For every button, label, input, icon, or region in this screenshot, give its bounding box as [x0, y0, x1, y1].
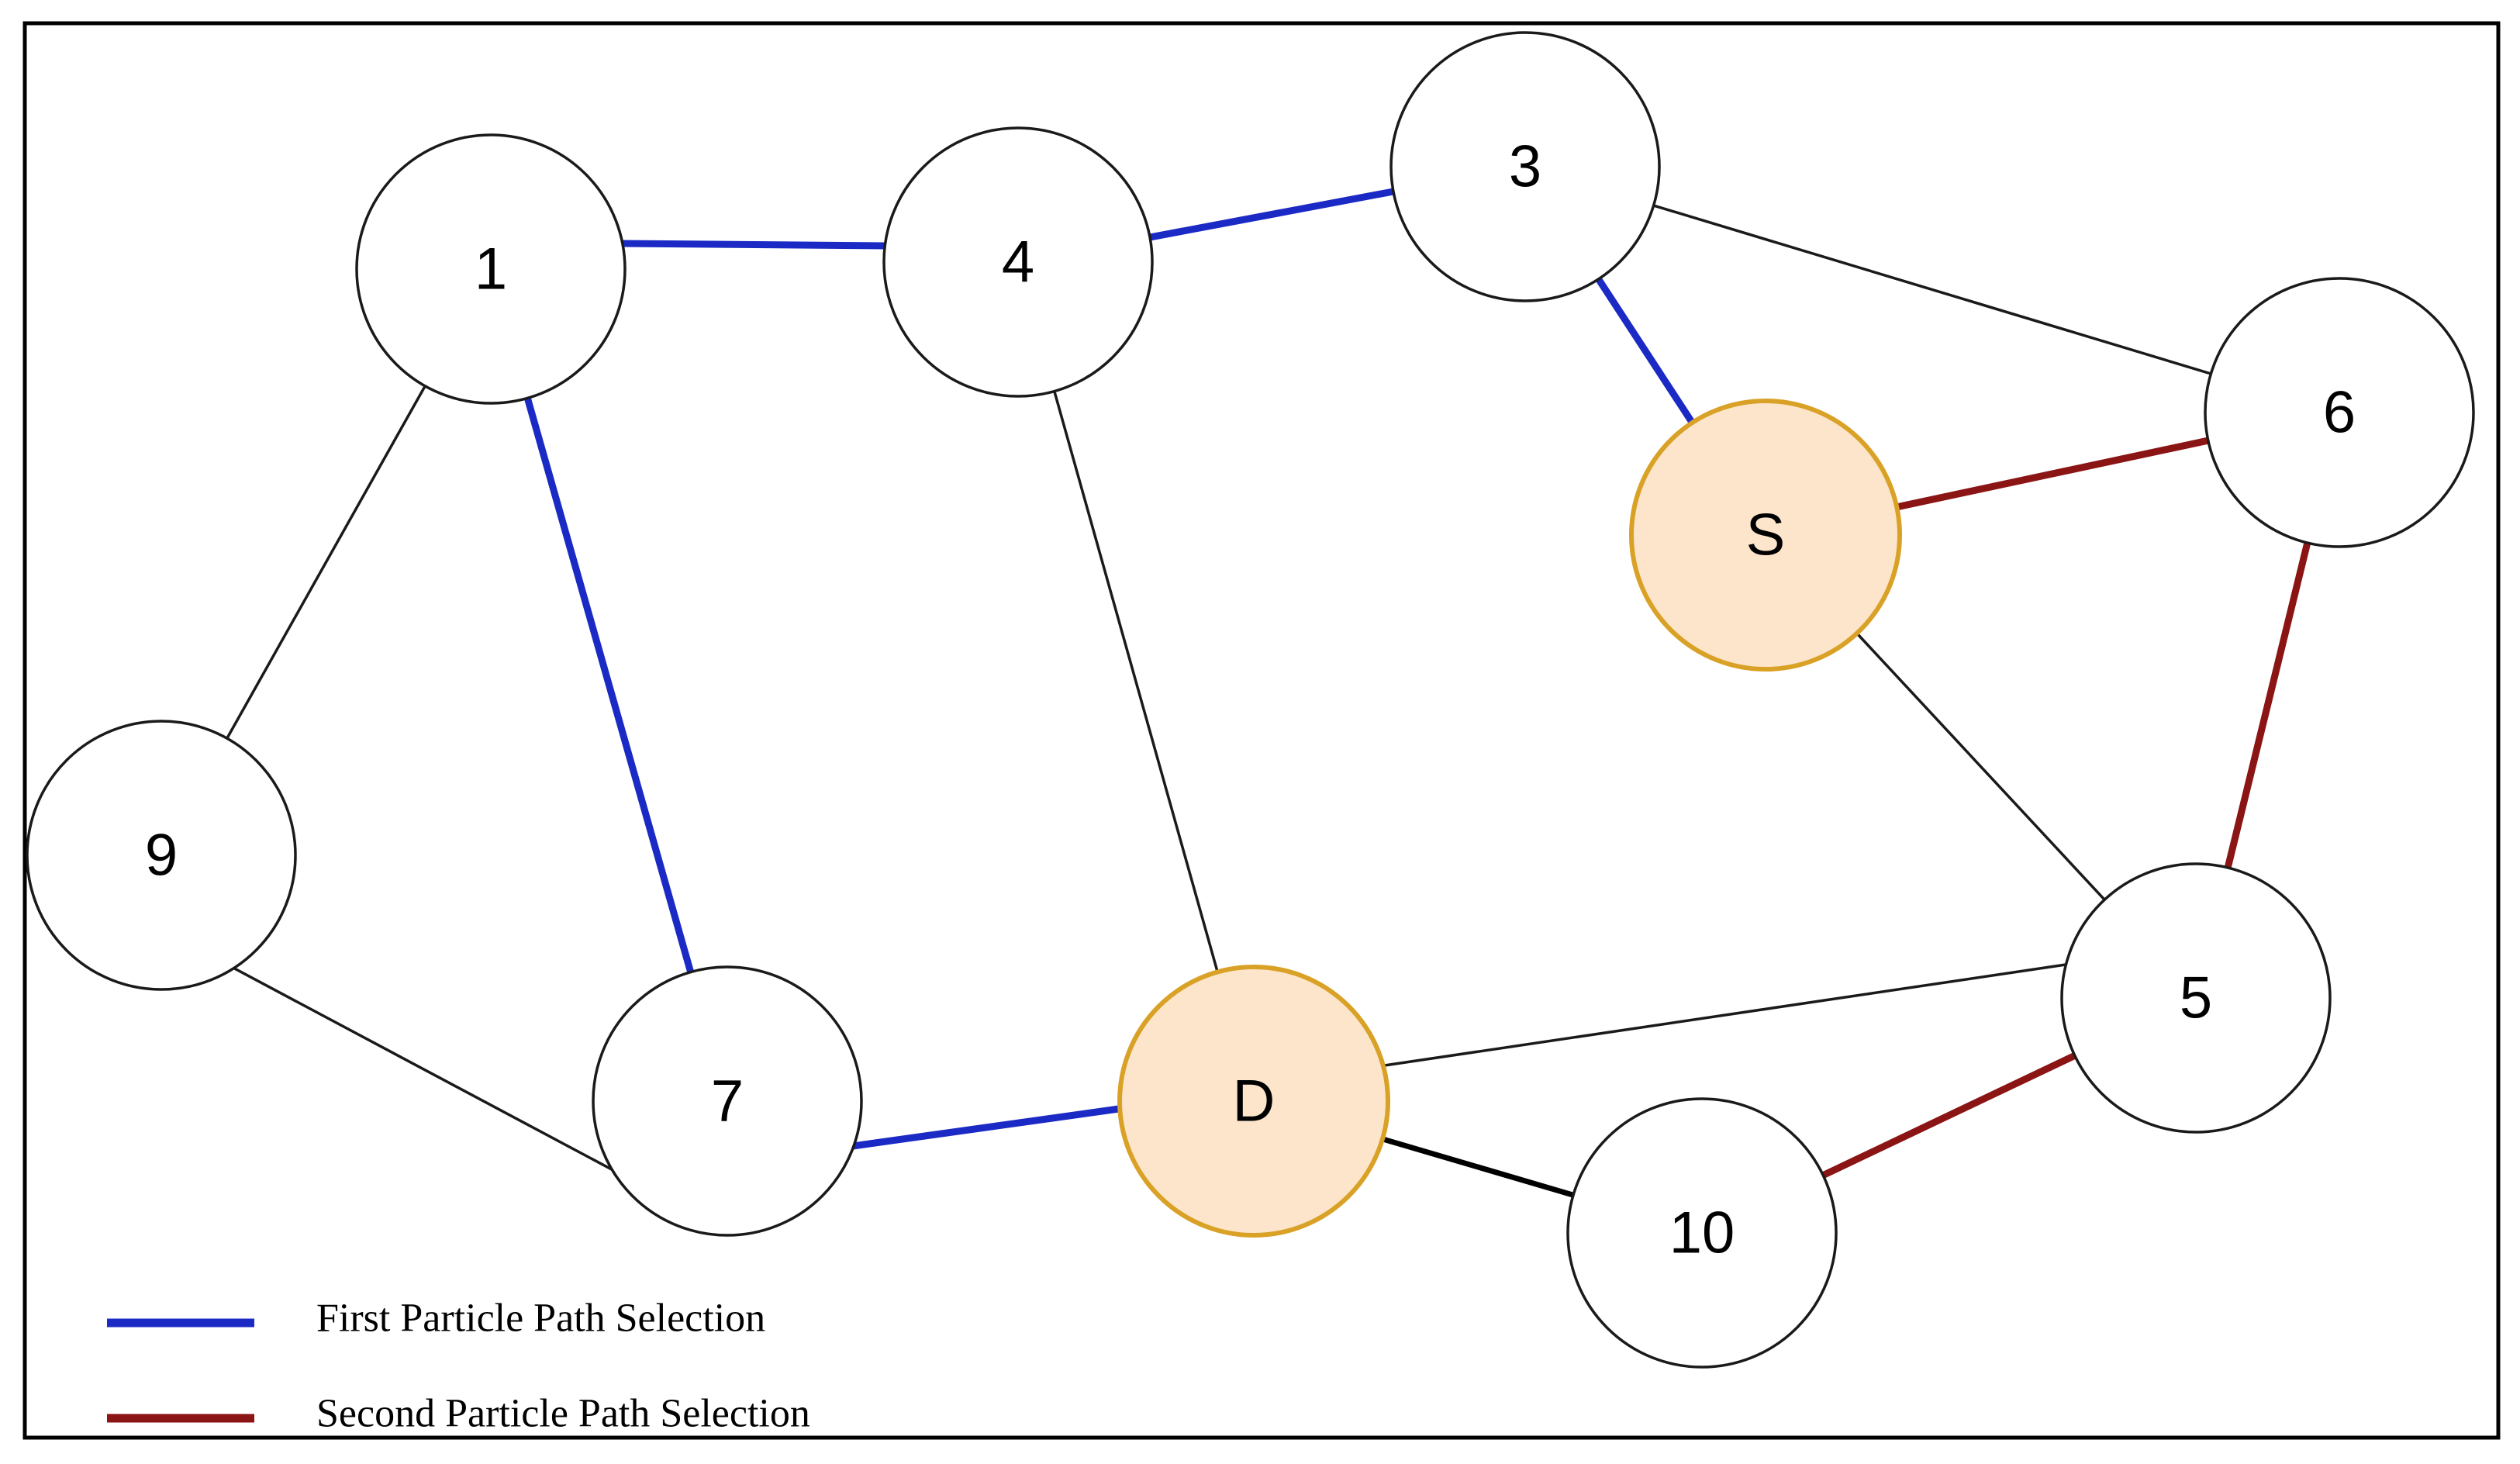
edge-9-7-normal: [227, 964, 657, 1194]
node-9: 9: [26, 720, 297, 991]
node-5-label: 5: [2180, 965, 2212, 1031]
edge-1-7-first: [487, 265, 731, 1105]
node-3-circle: [1389, 31, 1661, 302]
legend-label-second: Second Particle Path Selection: [316, 1392, 810, 1436]
node-10-label: 10: [1669, 1200, 1735, 1266]
node-4-label: 4: [1002, 230, 1034, 295]
node-10-circle: [1566, 1097, 1838, 1369]
frame-border: [22, 21, 2501, 1440]
edge-7-D-first: [849, 1104, 1128, 1150]
edge-4-D-normal: [1017, 261, 1255, 1103]
node-S-circle: [1629, 399, 1902, 672]
edge-1-4-first: [616, 240, 891, 250]
node-7: 7: [592, 965, 863, 1237]
node-1-circle: [355, 133, 627, 405]
legend-item-second: Second Particle Path Selection: [107, 1392, 810, 1436]
node-7-circle: [592, 965, 863, 1237]
node-5-circle: [2060, 862, 2332, 1134]
node-4: 4: [882, 126, 1154, 398]
node-1: 1: [355, 133, 627, 405]
node-9-circle: [26, 720, 297, 991]
edge-D-5-normal: [1378, 963, 2067, 1068]
node-6-label: 6: [2323, 380, 2356, 446]
node-9-label: 9: [145, 823, 178, 889]
frame-layer: [22, 21, 2501, 1440]
node-6: 6: [2204, 277, 2475, 548]
node-5: 5: [2060, 862, 2332, 1134]
node-3-label: 3: [1509, 134, 1541, 200]
node-D-label: D: [1233, 1069, 1276, 1134]
node-3: 3: [1389, 31, 1661, 302]
nodes-layer: 1 4 3 6S 9 7 D 10 5: [26, 31, 2475, 1369]
node-D-circle: [1117, 965, 1390, 1238]
node-6-circle: [2204, 277, 2475, 548]
node-10: 10: [1566, 1097, 1838, 1369]
node-4-circle: [882, 126, 1154, 398]
node-7-label: 7: [711, 1069, 744, 1134]
node-S: S: [1629, 399, 1902, 672]
node-1-label: 1: [475, 237, 507, 302]
node-S-label: S: [1746, 502, 1786, 568]
edge-3-6-normal: [1524, 165, 2341, 414]
legend-item-first: First Particle Path Selection: [107, 1297, 765, 1341]
node-D: D: [1117, 965, 1390, 1238]
legend-label-first: First Particle Path Selection: [316, 1297, 765, 1341]
